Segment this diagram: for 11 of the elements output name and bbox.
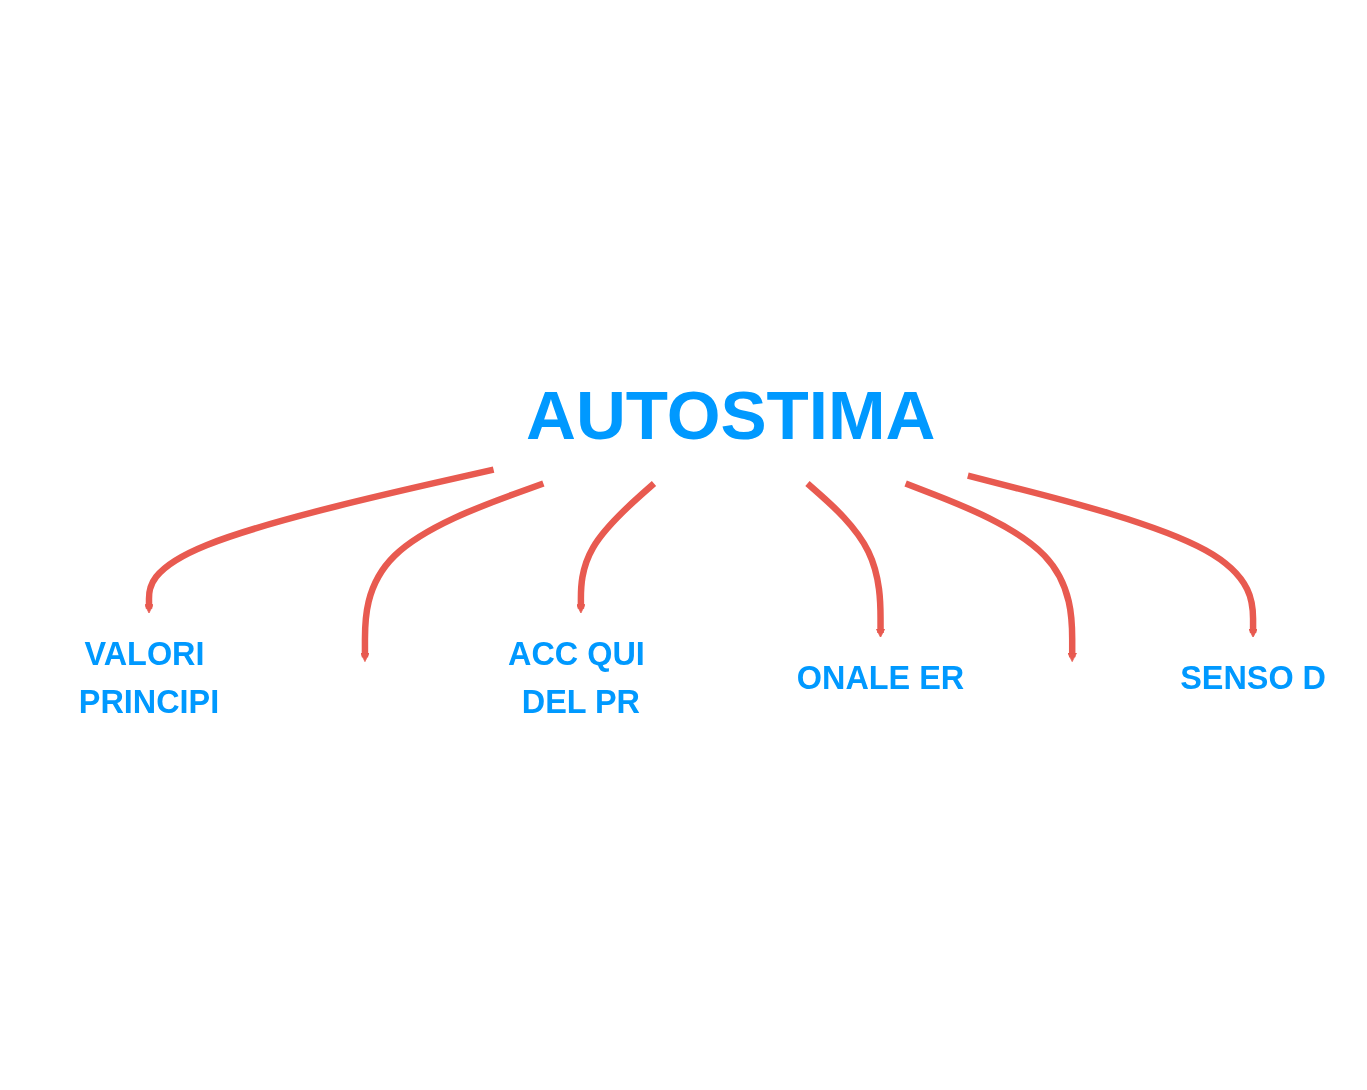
text-label: SENSO D [1180, 660, 1326, 696]
arrow [576, 481, 657, 614]
arrow [360, 480, 545, 663]
arrow [805, 481, 886, 638]
arrow [967, 472, 1258, 638]
text-label: ACC QUI DEL PR [508, 635, 645, 720]
text-label: ONALE ER [796, 660, 965, 696]
text-label: VALORI PRINCIPI [78, 635, 220, 720]
arrow [904, 480, 1077, 663]
title-text: AUTOSTIMA [525, 376, 936, 455]
arrow [144, 466, 495, 614]
